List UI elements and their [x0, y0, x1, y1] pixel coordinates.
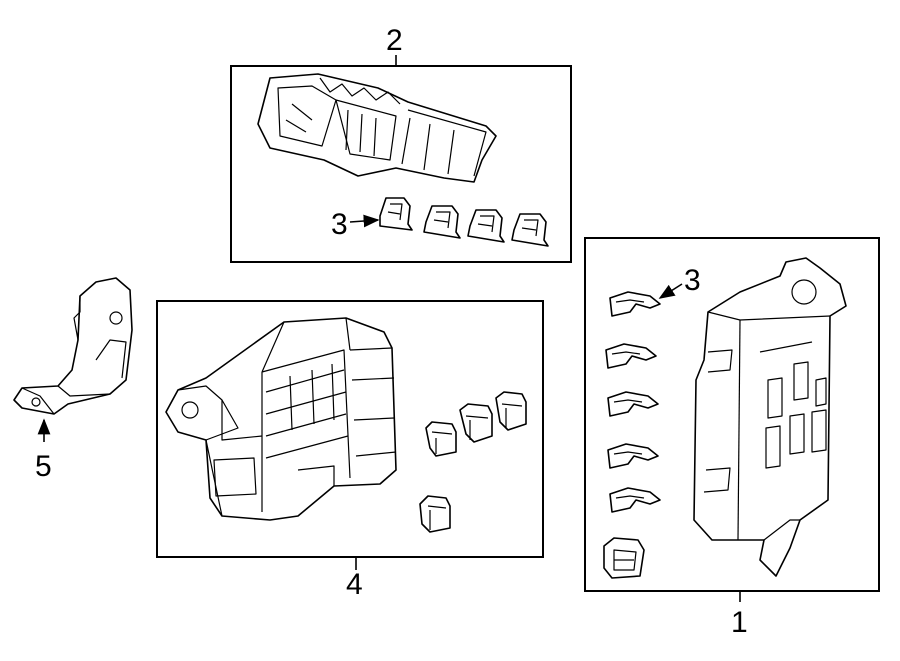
relay — [419, 495, 451, 533]
mounting-bracket — [13, 277, 133, 415]
relays — [419, 391, 527, 533]
cover-clips — [379, 197, 549, 247]
clip — [609, 487, 661, 513]
group-1-frame — [584, 237, 880, 592]
group-2-cover-assembly: 2 — [230, 24, 572, 263]
callout-5: 5 — [35, 450, 52, 483]
callout-1: 1 — [731, 606, 748, 639]
relay — [459, 403, 493, 443]
group-4-frame — [156, 300, 544, 558]
clip — [607, 391, 659, 417]
clip — [607, 443, 659, 469]
group-2-frame — [230, 65, 572, 263]
control-module — [693, 257, 847, 577]
callout-4: 4 — [346, 568, 363, 601]
relay — [495, 391, 527, 431]
clip — [511, 213, 549, 247]
callout-3-right-arrow — [658, 283, 683, 299]
clip — [467, 209, 505, 243]
group-4-fuse-block-assembly: 4 — [156, 300, 544, 601]
connector — [603, 537, 645, 579]
relay — [425, 421, 457, 457]
clip — [379, 197, 413, 231]
callout-2: 2 — [386, 24, 403, 57]
callout-3-top-arrow — [349, 214, 380, 228]
callout-3-top: 3 — [331, 208, 348, 241]
callout-3-right: 3 — [684, 264, 701, 297]
group-1-module-assembly: 1 — [584, 237, 880, 639]
fuse-block — [165, 317, 397, 521]
module-clips — [603, 291, 661, 579]
fuse-block-cover — [257, 73, 497, 183]
group-5-bracket: 5 — [13, 277, 133, 483]
clip — [605, 343, 657, 369]
clip — [423, 205, 461, 239]
clip — [609, 291, 661, 317]
